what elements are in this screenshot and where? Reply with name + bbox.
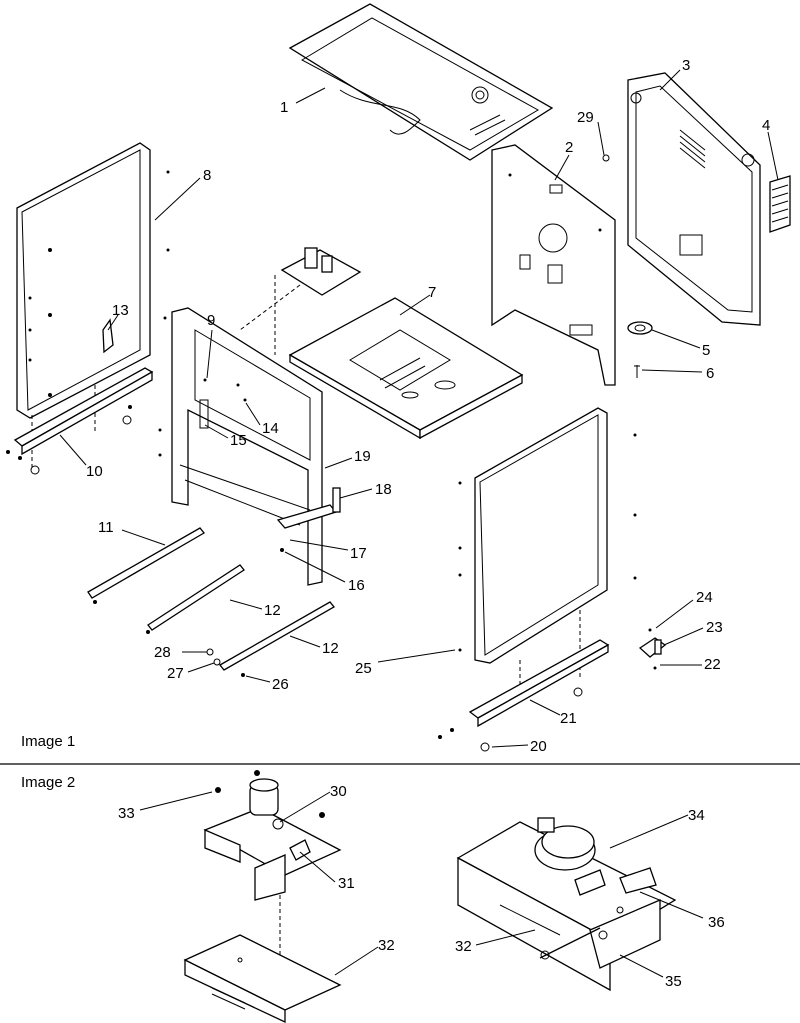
callout-35: 35 [665, 973, 682, 990]
callout-14: 14 [262, 420, 279, 437]
section-label-image-2: Image 2 [21, 774, 75, 791]
part-right-bracket [638, 628, 667, 670]
callout-32b: 32 [455, 938, 472, 955]
callout-15: 15 [230, 432, 247, 449]
part-rail-11 [87, 527, 205, 604]
callout-3: 3 [682, 57, 690, 74]
callout-29: 29 [577, 109, 594, 126]
callout-20: 20 [530, 738, 547, 755]
callout-36: 36 [708, 914, 725, 931]
callout-22: 22 [704, 656, 721, 673]
part-frame-bracket [276, 487, 341, 552]
part-control-unit [239, 247, 362, 355]
callout-32a: 32 [378, 937, 395, 954]
callout-26: 26 [272, 676, 289, 693]
part-back-panel [491, 144, 616, 386]
callout-8: 8 [203, 167, 211, 184]
callout-28: 28 [154, 644, 171, 661]
callout-30: 30 [330, 783, 347, 800]
leader-lines-image-1 [59, 69, 779, 748]
part-screw-29 [602, 154, 610, 162]
part-base-pan [288, 297, 524, 440]
callout-25: 25 [355, 660, 372, 677]
callout-18: 18 [375, 481, 392, 498]
callout-21: 21 [560, 710, 577, 727]
callout-2: 2 [565, 139, 573, 156]
part-bottom-rail-left [6, 367, 154, 475]
callout-9: 9 [207, 312, 215, 329]
callout-13: 13 [112, 302, 129, 319]
callout-34: 34 [688, 807, 705, 824]
callout-12a: 12 [264, 602, 281, 619]
callout-11: 11 [98, 519, 114, 536]
part-rear-panel [627, 72, 761, 326]
part-motor-bracket-left [203, 770, 342, 955]
part-top-panel [288, 3, 554, 161]
callout-16: 16 [348, 577, 365, 594]
part-right-side-panel [458, 407, 637, 700]
part-left-side-panel [16, 142, 170, 470]
part-rail-12a [146, 564, 245, 634]
callout-5: 5 [702, 342, 710, 359]
part-vent-grille [769, 175, 791, 233]
part-gasket [627, 321, 653, 335]
part-front-frame [158, 307, 323, 586]
callout-7: 7 [428, 284, 436, 301]
section-label-image-1: Image 1 [21, 733, 75, 750]
callout-10: 10 [86, 463, 103, 480]
callout-23: 23 [706, 619, 723, 636]
part-base-plate-left [183, 934, 342, 1023]
callout-31: 31 [338, 875, 355, 892]
callout-19: 19 [354, 448, 371, 465]
callout-27: 27 [167, 665, 184, 682]
leader-lines-image-2 [139, 791, 704, 978]
part-bottom-rail-right [438, 639, 610, 752]
part-rail-12b [219, 601, 335, 671]
part-small-bracket [102, 318, 114, 354]
callout-4: 4 [762, 117, 770, 134]
callout-24: 24 [696, 589, 713, 606]
callout-1: 1 [280, 99, 288, 116]
callout-6: 6 [706, 365, 714, 382]
part-clip [634, 365, 640, 378]
callout-33: 33 [118, 805, 135, 822]
callout-12b: 12 [322, 640, 339, 657]
part-motor-assembly-right [456, 817, 677, 992]
callout-17: 17 [350, 545, 367, 562]
